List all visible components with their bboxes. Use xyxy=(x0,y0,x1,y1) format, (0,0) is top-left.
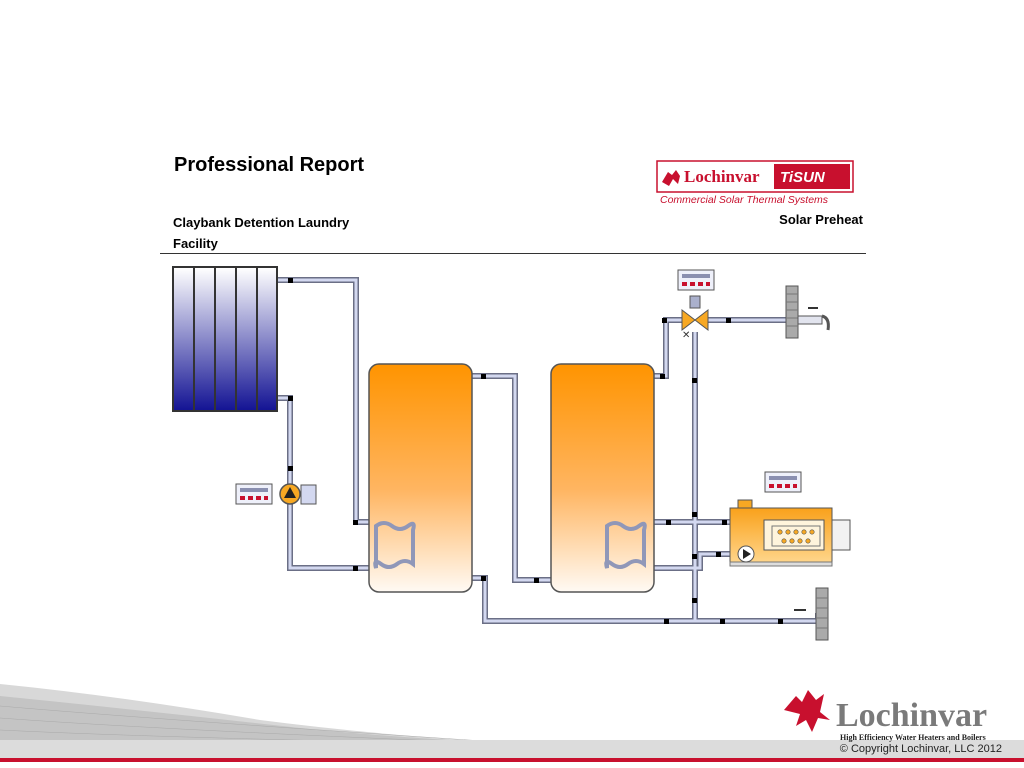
storage-tank-1 xyxy=(368,363,473,593)
boiler-icon xyxy=(729,499,851,567)
tisun-tagline: Commercial Solar Thermal Systems xyxy=(660,194,829,206)
cold-water-inlet-icon xyxy=(794,587,829,641)
solar-preheat-schematic: ✕ xyxy=(172,266,851,641)
heat-exchanger-coil-1 xyxy=(373,521,416,569)
project-name: Claybank Detention Laundry Facility xyxy=(173,215,350,251)
solar-pump-icon xyxy=(279,483,317,505)
heat-exchanger-coil-2 xyxy=(604,521,647,569)
footer-logo-text: Lochinvar xyxy=(836,697,987,734)
footer-logo-tagline: High Efficiency Water Heaters and Boiler… xyxy=(840,733,986,742)
page-title: Professional Report xyxy=(174,154,365,176)
boiler-controller xyxy=(764,471,802,493)
lochinvar-tisun-logo: Lochinvar TiSUN Commercial Solar Thermal… xyxy=(656,160,854,206)
solar-controller xyxy=(235,483,273,505)
horse-rider-icon xyxy=(784,690,830,732)
horse-rider-icon xyxy=(662,170,680,186)
copyright-text: © Copyright Lochinvar, LLC 2012 xyxy=(839,743,1002,755)
svg-text:✕: ✕ xyxy=(682,330,690,341)
temperature-sensors xyxy=(288,278,783,624)
storage-tank-2 xyxy=(550,363,655,593)
mixing-valve-icon: ✕ xyxy=(681,295,709,341)
tisun-logo-text: Lochinvar xyxy=(684,167,760,186)
system-type: Solar Preheat xyxy=(779,212,863,227)
footer-band xyxy=(0,740,1024,762)
solar-collector xyxy=(172,266,278,412)
mixing-valve-controller xyxy=(677,269,715,291)
decorative-wave-mesh xyxy=(0,684,560,746)
header-divider xyxy=(160,253,866,254)
hot-water-outlet-icon xyxy=(785,285,830,339)
tisun-badge: TiSUN xyxy=(780,169,826,186)
lochinvar-footer-logo: Lochinvar High Efficiency Water Heaters … xyxy=(784,690,987,742)
pipe-network xyxy=(278,277,821,624)
